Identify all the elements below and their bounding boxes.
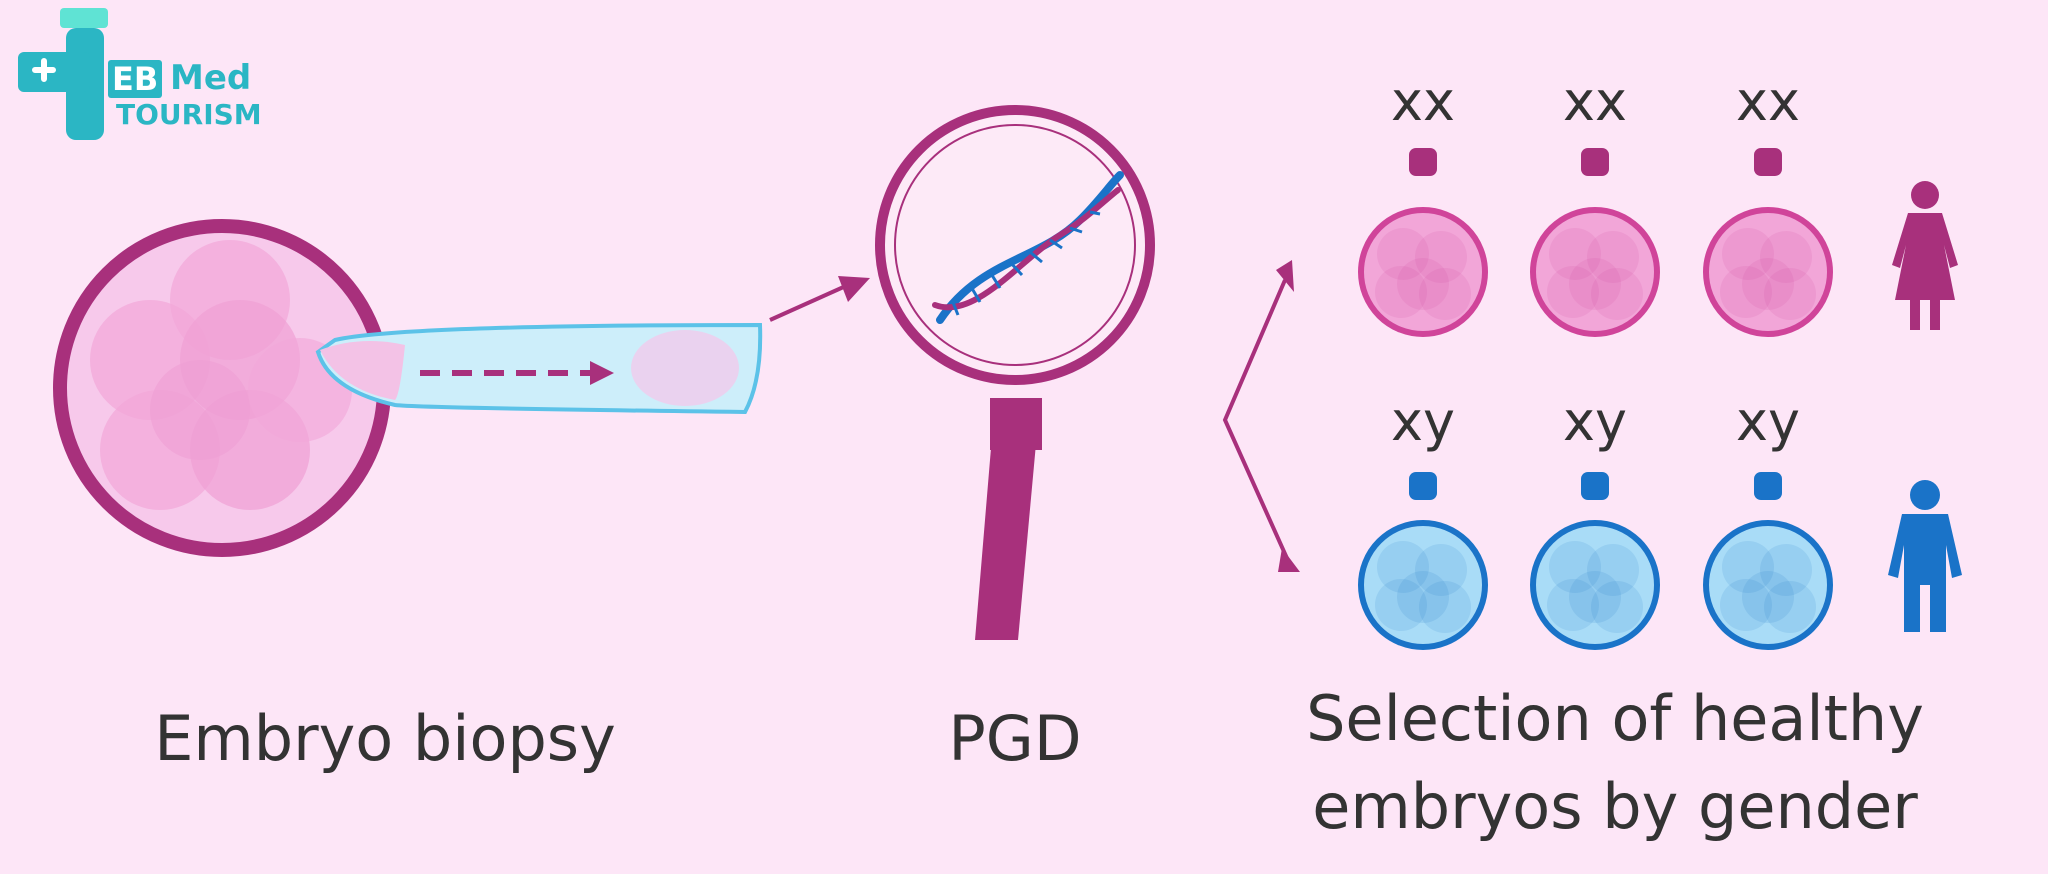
chromosome-label: xx — [1563, 70, 1627, 133]
chromosome-marker — [1409, 148, 1437, 176]
dna-icon — [932, 171, 1124, 324]
chromosome-marker — [1754, 148, 1782, 176]
chromosome-marker — [1754, 472, 1782, 500]
arrow-to-pgd — [769, 276, 870, 322]
branch-arrows — [1222, 260, 1300, 572]
chromosome-marker — [1581, 472, 1609, 500]
chromosome-label: xy — [1391, 390, 1455, 453]
embryo-cell — [1703, 472, 1833, 650]
logo-text-med: Med — [170, 58, 252, 98]
male-embryo-row — [1358, 472, 1833, 650]
logo-text-tourism: TOURISM — [116, 98, 262, 131]
male-icon — [1888, 480, 1962, 632]
embryo-cell — [1530, 148, 1660, 337]
female-icon — [1892, 181, 1958, 330]
chromosome-label: xy — [1736, 390, 1800, 453]
logo-text-eb: EB — [108, 60, 163, 98]
chromosome-label: xx — [1736, 70, 1800, 133]
embryo-cell — [1530, 472, 1660, 650]
chromosome-label: xx — [1391, 70, 1455, 133]
label-embryo-biopsy: Embryo biopsy — [154, 702, 616, 775]
chromosome-marker — [1409, 472, 1437, 500]
embryo-cell — [1358, 148, 1488, 337]
embryo — [53, 219, 391, 557]
biopsy-arrow — [420, 361, 614, 385]
logo-icon — [18, 8, 108, 140]
chromosome-marker — [1581, 148, 1609, 176]
label-selection-line1: Selection of healthy — [1306, 682, 1924, 755]
embryo-cell — [1703, 148, 1833, 337]
pipette — [315, 322, 763, 415]
embryo-cell — [1358, 472, 1488, 650]
female-embryo-row — [1358, 148, 1833, 337]
chromosome-label: xy — [1563, 390, 1627, 453]
label-selection-line2: embryos by gender — [1312, 770, 1918, 843]
label-pgd: PGD — [948, 702, 1082, 775]
